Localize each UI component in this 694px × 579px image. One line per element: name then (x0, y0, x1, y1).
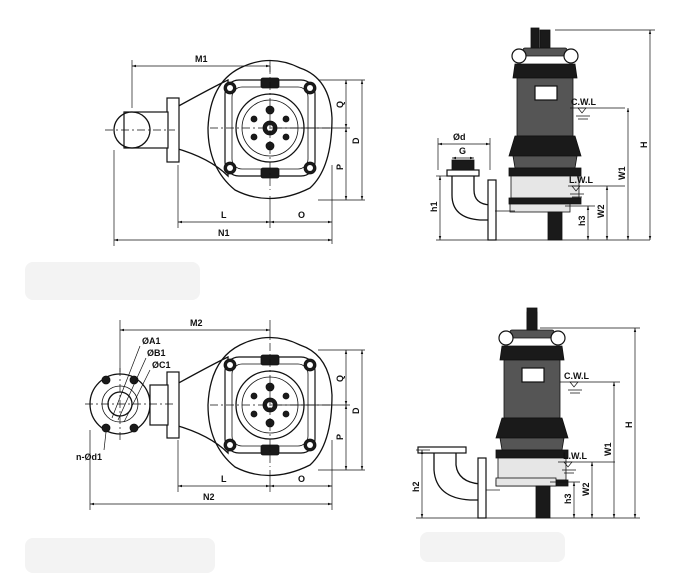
dim-o-2: O (298, 474, 305, 484)
dim-h3-2: h3 (563, 493, 573, 504)
plan-view-2: ØA1 ØB1 ØC1 n-Ød1 M2 Q P D L O N2 (76, 318, 365, 510)
side-view-1: Ød G h1 C.W.L L.W.L H W1 W2 h3 (429, 27, 655, 241)
dim-w2-2: W2 (581, 483, 591, 497)
side-view-2: h2 C.W.L L.W.L H W1 W2 h3 (411, 307, 640, 519)
dim-n2: N2 (203, 492, 215, 502)
dim-m1: M1 (195, 54, 208, 64)
dim-h-2: H (624, 422, 634, 429)
discharge-pipe-1 (123, 111, 169, 149)
dim-a1: ØA1 (142, 336, 161, 346)
label-lwl-2: L.W.L (563, 451, 587, 461)
dim-w1-1: W1 (617, 167, 627, 181)
cable-gland-1 (530, 27, 540, 49)
dim-g: G (459, 146, 466, 156)
dim-n1: N1 (218, 228, 230, 238)
plan-view-1: M1 Q P D L O N1 (105, 54, 365, 246)
dim-l-2: L (221, 474, 227, 484)
label-cwl-2: C.W.L (564, 371, 589, 381)
label-cwl-1: C.W.L (571, 97, 596, 107)
dim-b1: ØB1 (147, 348, 166, 358)
dim-c1: ØC1 (152, 360, 171, 370)
discharge-flange-2 (166, 371, 180, 439)
label-lwl-1: L.W.L (569, 175, 593, 185)
dim-w1-2: W1 (603, 443, 613, 457)
dim-w2-1: W2 (596, 205, 606, 219)
dim-h3-1: h3 (577, 215, 587, 226)
dim-p-1: P (335, 164, 345, 170)
dim-h1: h1 (429, 201, 439, 212)
dim-h2: h2 (411, 481, 421, 492)
cable-gland-2 (526, 307, 538, 331)
dim-d-1: D (351, 137, 361, 144)
dim-phi-d: Ød (453, 132, 466, 142)
dim-q-2: Q (335, 375, 345, 382)
dim-h-1: H (639, 142, 649, 149)
dim-nd1: n-Ød1 (76, 452, 102, 462)
dim-o-1: O (298, 210, 305, 220)
dim-l-1: L (221, 210, 227, 220)
dim-m2: M2 (190, 318, 203, 328)
dim-d-2: D (351, 407, 361, 414)
dim-q-1: Q (335, 101, 345, 108)
dim-p-2: P (335, 434, 345, 440)
